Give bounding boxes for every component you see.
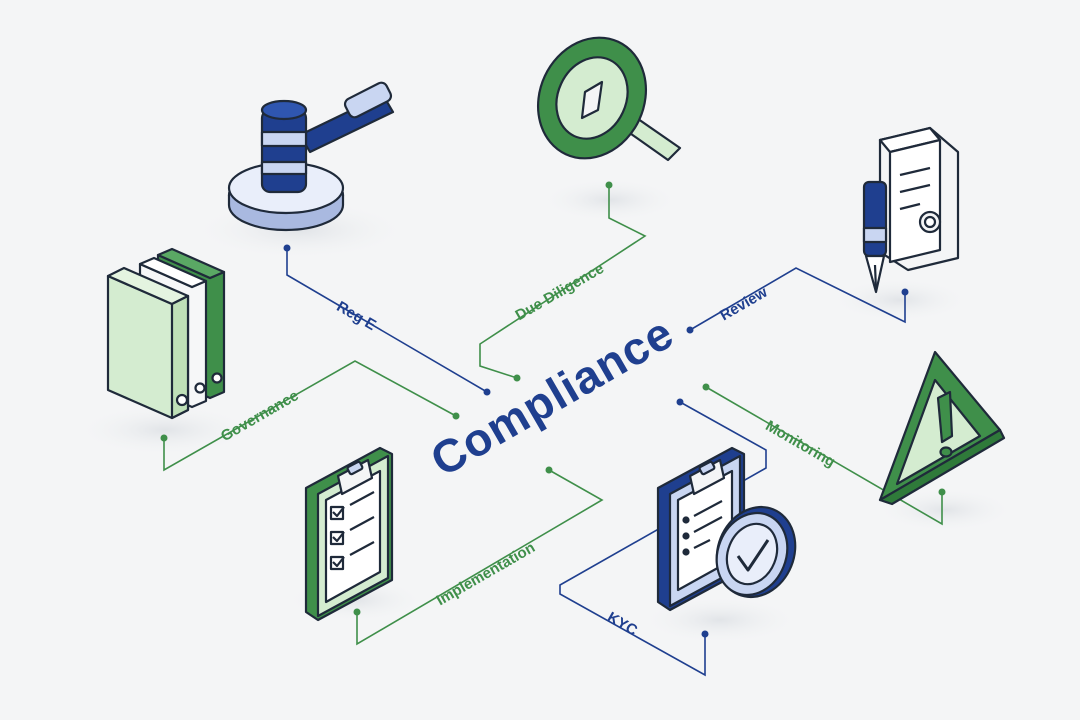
document-pen-icon — [862, 126, 960, 294]
floor-shadows — [75, 178, 1015, 644]
connector-implementation — [356, 469, 604, 646]
label-reg-e: Reg E — [334, 298, 379, 334]
binders-icon — [106, 247, 226, 420]
label-review: Review — [717, 284, 771, 325]
connector-due-diligence — [479, 185, 647, 379]
connector-governance — [163, 360, 457, 472]
connector-kyc — [559, 401, 767, 677]
center-title: Compliance — [422, 306, 682, 486]
connector-review — [689, 267, 906, 331]
connector-reg-e — [286, 248, 488, 393]
warning-icon — [878, 350, 1006, 506]
label-due-diligence: Due Diligence — [513, 260, 607, 324]
gavel-icon — [227, 81, 395, 232]
connector-monitoring — [705, 386, 943, 526]
label-kyc: KYC — [604, 609, 640, 640]
label-monitoring: Monitoring — [762, 417, 838, 470]
label-implementation: Implementation — [433, 539, 538, 609]
center-title-group: Compliance — [422, 306, 682, 486]
connector-lines — [160, 181, 946, 677]
magnifier-icon — [536, 36, 682, 162]
kyc-clipboard-check-icon — [656, 446, 797, 612]
checklist-clipboard-icon — [304, 446, 394, 622]
